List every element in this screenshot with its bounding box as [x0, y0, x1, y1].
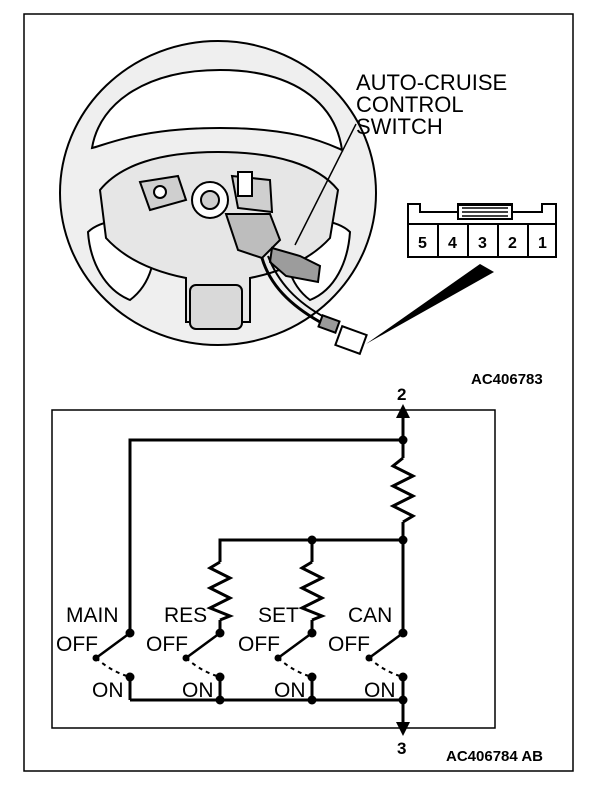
schematic-circuit — [128, 410, 417, 728]
main-blade — [95, 631, 131, 660]
res-blade-tip — [182, 654, 190, 662]
pod-button — [237, 171, 253, 197]
can-lower-contact — [398, 672, 408, 682]
harness-connector — [334, 324, 368, 356]
resistor-main-bus — [389, 456, 417, 524]
pin-label-2: 2 — [508, 235, 517, 252]
callout-leader — [294, 123, 357, 246]
junction-bottom-set — [307, 695, 317, 705]
terminal-2-arrow — [396, 404, 410, 418]
set-blade — [277, 631, 313, 660]
resistor-res — [206, 560, 235, 622]
resistor-set — [298, 560, 327, 622]
connector-view-pointer — [366, 264, 494, 344]
main-on-path — [95, 657, 131, 678]
switch-harness-2 — [267, 255, 327, 319]
set-on-label: ON — [274, 679, 306, 702]
res-off-label: OFF — [146, 633, 188, 656]
main-blade-tip — [92, 654, 100, 662]
middle-rail — [218, 538, 403, 562]
outer-frame — [23, 13, 574, 772]
main-top-rail — [128, 438, 403, 633]
can-blade-tip — [365, 654, 373, 662]
junction-top — [398, 435, 408, 445]
junction-mid-set — [307, 535, 317, 545]
res-switch-label: RES — [164, 604, 207, 627]
callout-line-3: SWITCH — [356, 114, 443, 139]
res-lower-contact — [215, 672, 225, 682]
pin-label-1: 1 — [538, 235, 547, 252]
can-blade — [368, 631, 404, 660]
can-on-label: ON — [364, 679, 396, 702]
switch-harness — [260, 257, 321, 324]
figure-code-schematic: AC406784 AB — [446, 748, 543, 765]
main-lower-contact — [125, 672, 135, 682]
switch-blades — [95, 631, 404, 660]
terminal-3-label: 3 — [397, 739, 406, 758]
pin-label-3: 3 — [478, 235, 487, 252]
junction-mid-right — [398, 535, 408, 545]
set-on-path — [277, 657, 313, 678]
pin-label-5: 5 — [418, 235, 427, 252]
schematic-frame — [51, 409, 496, 729]
terminal-3-arrow — [396, 722, 410, 736]
main-on-label: ON — [92, 679, 124, 702]
set-off-label: OFF — [238, 633, 280, 656]
left-pod-button — [153, 185, 167, 199]
junction-bottom-res — [215, 695, 225, 705]
res-on-path — [185, 657, 221, 678]
junction-dots — [125, 435, 408, 705]
main-switch-label: MAIN — [66, 604, 119, 627]
wheel-opening-top — [90, 68, 344, 152]
set-lower-contact — [307, 672, 317, 682]
can-switch-label: CAN — [348, 604, 392, 627]
wheel-lower-spoke — [189, 284, 243, 330]
main-off-label: OFF — [56, 633, 98, 656]
figure-code-illustration: AC406783 — [471, 371, 543, 388]
harness-boot — [317, 314, 341, 334]
switch-on-paths — [95, 657, 404, 678]
steering-wheel-illustration — [59, 40, 377, 356]
res-on-label: ON — [182, 679, 214, 702]
terminal-2-label: 2 — [397, 385, 406, 404]
can-on-path — [368, 657, 404, 678]
res-blade — [185, 631, 221, 660]
can-off-label: OFF — [328, 633, 370, 656]
callout-line-1: AUTO-CRUISE — [356, 70, 507, 95]
set-blade-tip — [274, 654, 282, 662]
set-switch-label: SET — [258, 604, 299, 627]
connector-face — [407, 203, 557, 258]
switch-blade-pivots — [92, 654, 373, 662]
callout-line-2: CONTROL — [356, 92, 464, 117]
wheel-center-nut — [200, 190, 220, 210]
junction-bottom-right — [398, 695, 408, 705]
pin-label-4: 4 — [448, 235, 457, 252]
